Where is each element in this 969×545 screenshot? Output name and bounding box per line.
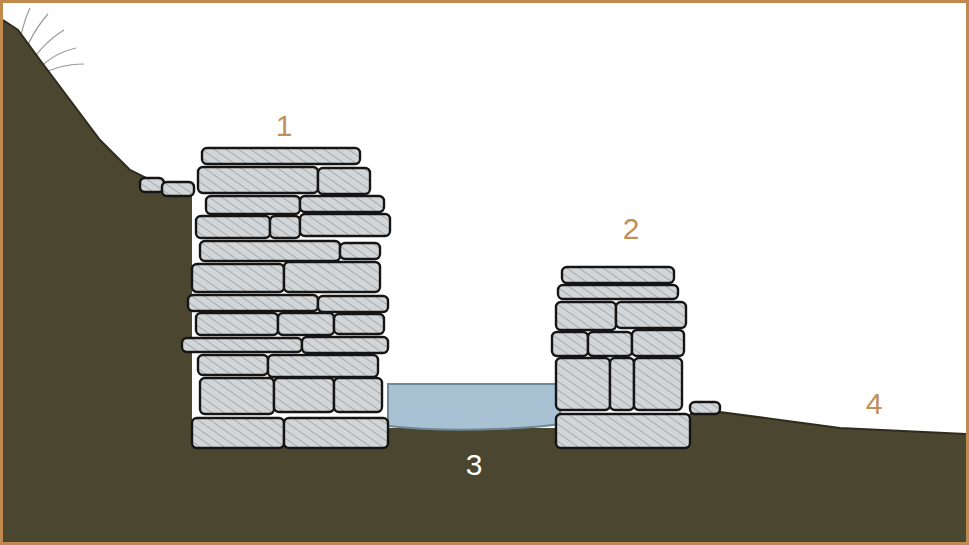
- stone: [284, 262, 380, 292]
- stone: [558, 285, 678, 299]
- callout-number: 1: [276, 111, 293, 141]
- stone: [188, 295, 318, 311]
- stone: [196, 216, 270, 238]
- stone: [334, 314, 384, 334]
- stone: [556, 302, 616, 330]
- stone: [300, 214, 390, 236]
- stone: [162, 182, 194, 196]
- stone: [200, 241, 340, 261]
- stone: [198, 167, 318, 193]
- stone: [182, 338, 302, 352]
- stone: [632, 330, 684, 356]
- stone: [192, 418, 284, 448]
- stone: [206, 196, 300, 214]
- stone: [556, 414, 690, 448]
- stone: [284, 418, 388, 448]
- callout-number: 2: [623, 214, 640, 244]
- stone: [198, 355, 268, 375]
- stone: [202, 148, 360, 164]
- callout-number: 4: [866, 389, 883, 419]
- stone: [274, 378, 334, 412]
- stone: [278, 313, 334, 335]
- stone: [562, 267, 674, 283]
- stone: [318, 168, 370, 194]
- stone: [300, 196, 384, 212]
- stone: [552, 332, 588, 356]
- stone: [588, 332, 632, 356]
- callout-number: 3: [466, 450, 483, 480]
- stone: [616, 302, 686, 328]
- stone: [270, 216, 300, 238]
- stone: [634, 358, 682, 410]
- stone: [318, 296, 388, 312]
- stone: [200, 378, 274, 414]
- stone: [196, 313, 278, 335]
- stone: [192, 264, 284, 292]
- stone: [556, 358, 610, 410]
- stone: [340, 243, 380, 259]
- stone: [140, 178, 164, 192]
- stone: [334, 378, 382, 412]
- stone: [610, 358, 634, 410]
- stone: [268, 355, 378, 377]
- ground: [3, 20, 966, 542]
- stone: [302, 337, 388, 353]
- stone: [690, 402, 720, 414]
- water-pool: [388, 384, 560, 430]
